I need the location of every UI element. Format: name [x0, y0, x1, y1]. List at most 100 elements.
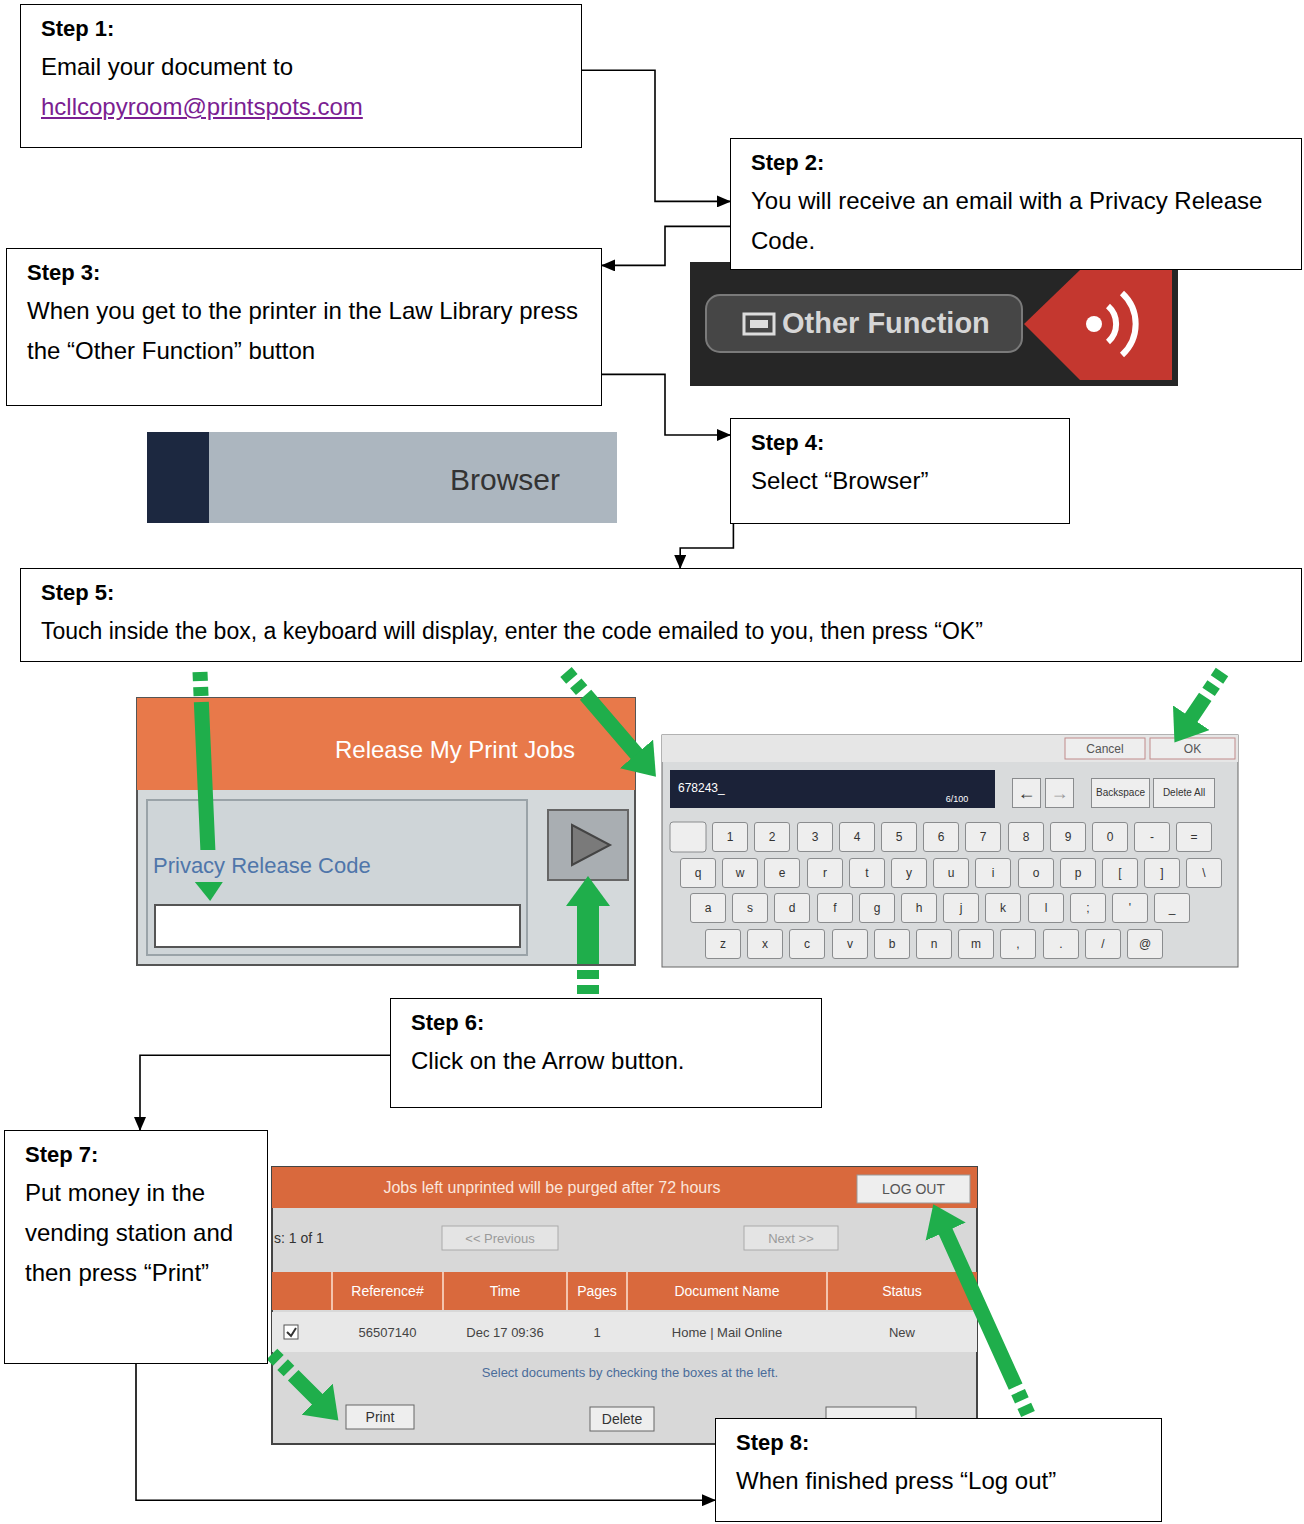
step-heading: Step 5:: [41, 575, 1289, 611]
flow-connector: [136, 1364, 715, 1500]
previous-button: [442, 1226, 558, 1250]
keyboard-input: [670, 770, 995, 808]
char-count: 6/100: [925, 792, 989, 806]
keyboard-key: m: [958, 929, 994, 959]
logout-text: LOG OUT: [858, 1176, 969, 1202]
cursor-button: →: [1045, 778, 1074, 808]
keyboard-button-text: Backspace: [1091, 778, 1150, 808]
flow-connector: [582, 70, 730, 201]
keyboard-key: v: [832, 929, 868, 959]
table-header: [272, 1272, 977, 1310]
job-panel: [272, 1167, 977, 1444]
keyboard-key: ': [1112, 893, 1148, 923]
keyboard-key: s: [732, 893, 768, 923]
step-text: Put money in the vending station and the…: [25, 1173, 255, 1293]
keyboard-key: r: [807, 858, 843, 888]
keyboard-key: 8: [1008, 822, 1044, 852]
keyboard-key: [: [1102, 858, 1138, 888]
keyboard-key: 2: [754, 822, 790, 852]
step-heading: Step 6:: [411, 1005, 809, 1041]
pointer-arrow: [566, 672, 639, 757]
arrow-button: [548, 810, 628, 880]
step-heading: Step 1:: [41, 11, 569, 47]
button-icon: [744, 314, 774, 334]
pointer-arrow: [577, 902, 599, 994]
keyboard-button-text: Cancel: [1066, 739, 1144, 758]
keyboard-key: 1: [712, 822, 748, 852]
next-button: [744, 1226, 838, 1250]
red-arrow: [1024, 270, 1172, 380]
signal-icon: [1108, 306, 1116, 342]
keyboard-key: f: [817, 893, 853, 923]
column-header: Reference#: [333, 1275, 442, 1307]
nav-text: << Previous: [443, 1227, 557, 1249]
step-box: Step 5:Touch inside the box, a keyboard …: [20, 568, 1302, 662]
step-text: When you get to the printer in the Law L…: [27, 291, 589, 371]
keyboard-key: =: [1176, 822, 1212, 852]
button-text: Other Function: [782, 300, 1018, 346]
button-icon: [750, 320, 768, 328]
browser-strip: [147, 432, 209, 523]
keyboard-key: y: [891, 858, 927, 888]
keyboard-key: e: [764, 858, 800, 888]
keyboard-key: 4: [839, 822, 875, 852]
keyboard-key: w: [722, 858, 758, 888]
keyboard-key: ,: [1000, 929, 1036, 959]
column-header: Time: [444, 1275, 566, 1307]
arrow-triangle: [572, 825, 610, 865]
cursor-button: ←: [1012, 778, 1041, 808]
entered-code: 678243_: [678, 777, 798, 799]
flow-connector: [680, 524, 733, 568]
step-heading: Step 2:: [751, 145, 1289, 181]
keyboard-key: 5: [881, 822, 917, 852]
pointer-arrow: [944, 1228, 1028, 1414]
signal-icon: [1122, 293, 1136, 355]
keyboard-key: 3: [797, 822, 833, 852]
signal-icon: [1086, 316, 1102, 332]
keyboard-key: t: [849, 858, 885, 888]
job-header: [272, 1167, 977, 1208]
table-cell: New: [828, 1317, 976, 1347]
delete-button: [590, 1407, 654, 1431]
keyboard-key: 7: [965, 822, 1001, 852]
keyboard-key: u: [933, 858, 969, 888]
step-text: Touch inside the box, a keyboard will di…: [41, 611, 1289, 651]
page-count: s: 1 of 1: [274, 1227, 354, 1249]
pointer-arrow: [1189, 672, 1222, 721]
pointer-arrow: [272, 1354, 320, 1402]
checkbox: [284, 1325, 298, 1339]
notice-text: Jobs left unprinted will be purged after…: [272, 1176, 832, 1200]
step-box: Step 7:Put money in the vending station …: [4, 1130, 268, 1364]
keyboard-key: k: [985, 893, 1021, 923]
blank-key: [670, 822, 706, 852]
keyboard-key: h: [901, 893, 937, 923]
code-input: [155, 905, 520, 947]
flow-connector: [602, 374, 730, 435]
keyboard-key: _: [1154, 893, 1190, 923]
flow-connector: [140, 1055, 390, 1130]
keyboard-key: n: [916, 929, 952, 959]
keyboard-key: x: [747, 929, 783, 959]
field-label: Privacy Release Code: [151, 850, 401, 882]
button-text: Print: [347, 1406, 413, 1428]
step-heading: Step 7:: [25, 1137, 255, 1173]
step-text: Click on the Arrow button.: [411, 1041, 809, 1081]
step-text: When finished press “Log out”: [736, 1461, 1149, 1501]
column-header: Document Name: [628, 1275, 826, 1307]
button-photo: [690, 262, 1178, 386]
table-cell: 56507140: [333, 1317, 442, 1347]
keyboard-key: \: [1186, 858, 1222, 888]
column-header: Pages: [568, 1275, 626, 1307]
step-box: Step 3:When you get to the printer in th…: [6, 248, 602, 406]
panel-title: Release My Print Jobs: [290, 730, 620, 770]
table-cell: 1: [568, 1317, 626, 1347]
logout-button: [857, 1175, 970, 1203]
column-header: Status: [828, 1275, 976, 1307]
step-heading: Step 4:: [751, 425, 1057, 461]
checkmark: [287, 1328, 296, 1336]
keyboard-key: i: [975, 858, 1011, 888]
step-text: You will receive an email with a Privacy…: [751, 181, 1289, 261]
nav-text: Next >>: [745, 1227, 837, 1249]
function-button: [706, 295, 1022, 352]
